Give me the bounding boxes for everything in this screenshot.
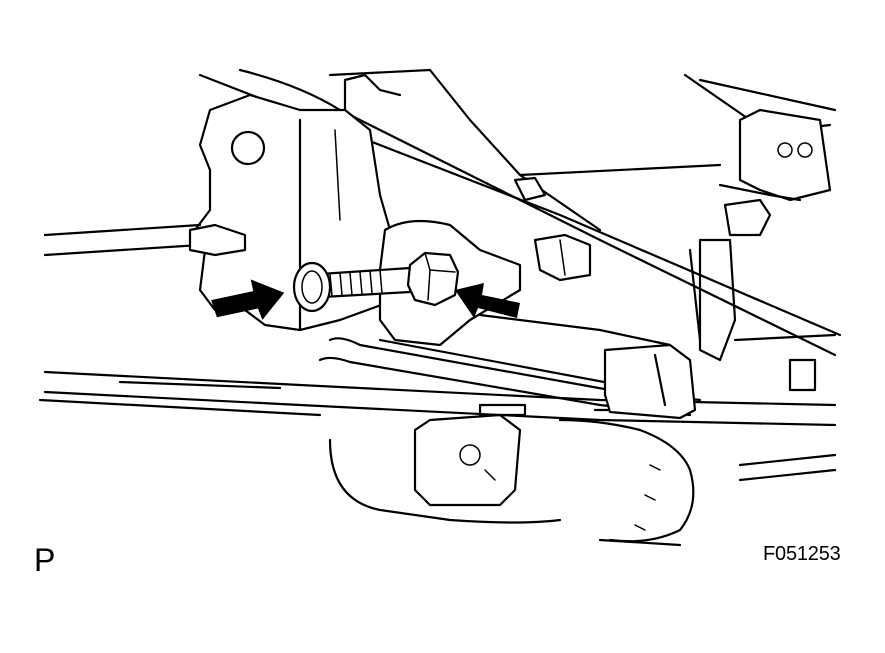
- left-rod: [43, 223, 247, 257]
- rod-bushing: [513, 176, 592, 282]
- stabilizer-bar: [43, 370, 837, 427]
- arrow-right-icon: [211, 279, 285, 320]
- right-frame: [598, 333, 837, 547]
- figure-code: F051253: [763, 543, 841, 565]
- corner-letter: P: [34, 542, 56, 578]
- pipes: [318, 313, 702, 417]
- differential-housing: [38, 398, 695, 543]
- bolt-head: [292, 261, 332, 313]
- upper-right-bracket: [718, 108, 832, 237]
- arrow-left-icon: [455, 283, 520, 318]
- stabilizer-clamp: [603, 238, 737, 420]
- bolt-nut: [406, 251, 460, 307]
- callout-arrows: [211, 279, 520, 320]
